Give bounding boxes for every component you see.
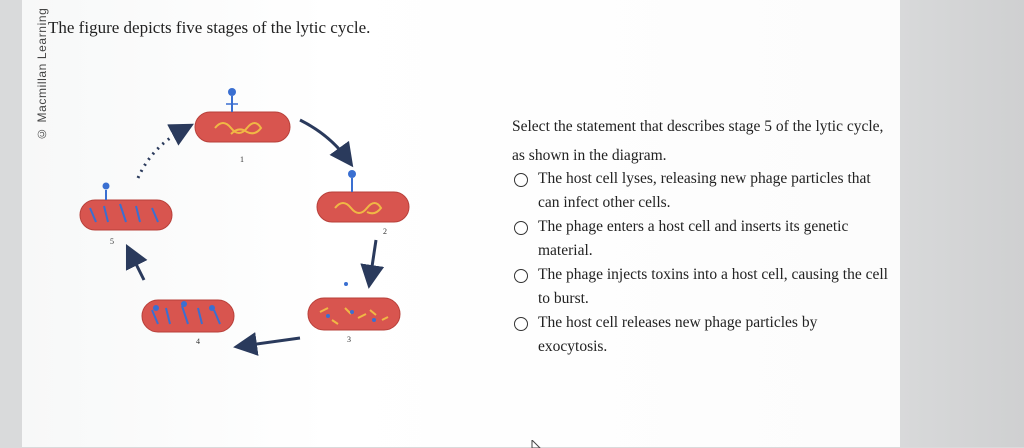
stage-label-3: 3 bbox=[347, 335, 351, 344]
background-strip bbox=[900, 0, 1024, 447]
copyright-credit: © Macmillan Learning bbox=[35, 8, 49, 142]
radio-button[interactable] bbox=[514, 173, 528, 187]
answer-option-label: The phage enters a host cell and inserts… bbox=[538, 218, 849, 259]
mouse-cursor-icon bbox=[531, 440, 541, 448]
stage-4-cell bbox=[141, 299, 235, 333]
answer-options: The host cell lyses, releasing new phage… bbox=[512, 167, 892, 359]
stage-3-cell bbox=[307, 282, 401, 331]
stage-5-cell bbox=[79, 182, 173, 231]
stage-label-1: 1 bbox=[240, 155, 244, 164]
stage-label-2: 2 bbox=[383, 227, 387, 236]
stage-label-4: 4 bbox=[196, 337, 200, 346]
stage-label-5: 5 bbox=[110, 237, 114, 246]
answer-option-2[interactable]: The phage enters a host cell and inserts… bbox=[512, 215, 892, 263]
answer-option-label: The phage injects toxins into a host cel… bbox=[538, 266, 888, 307]
cycle-arrows bbox=[125, 118, 385, 356]
question-text: Select the statement that describes stag… bbox=[512, 118, 884, 164]
radio-button[interactable] bbox=[514, 269, 528, 283]
answer-option-1[interactable]: The host cell lyses, releasing new phage… bbox=[512, 167, 892, 215]
radio-button[interactable] bbox=[514, 221, 528, 235]
stage-2-cell bbox=[316, 170, 410, 223]
answer-option-3[interactable]: The phage injects toxins into a host cel… bbox=[512, 263, 892, 311]
answer-option-label: The host cell lyses, releasing new phage… bbox=[538, 170, 871, 211]
answer-option-label: The host cell releases new phage particl… bbox=[538, 314, 818, 355]
stage-1-cell bbox=[194, 88, 291, 143]
radio-button[interactable] bbox=[514, 317, 528, 331]
figure-caption: The figure depicts five stages of the ly… bbox=[48, 18, 371, 37]
answer-option-4[interactable]: The host cell releases new phage particl… bbox=[512, 311, 892, 359]
lytic-cycle-diagram: 1 2 3 4 5 bbox=[79, 88, 410, 356]
